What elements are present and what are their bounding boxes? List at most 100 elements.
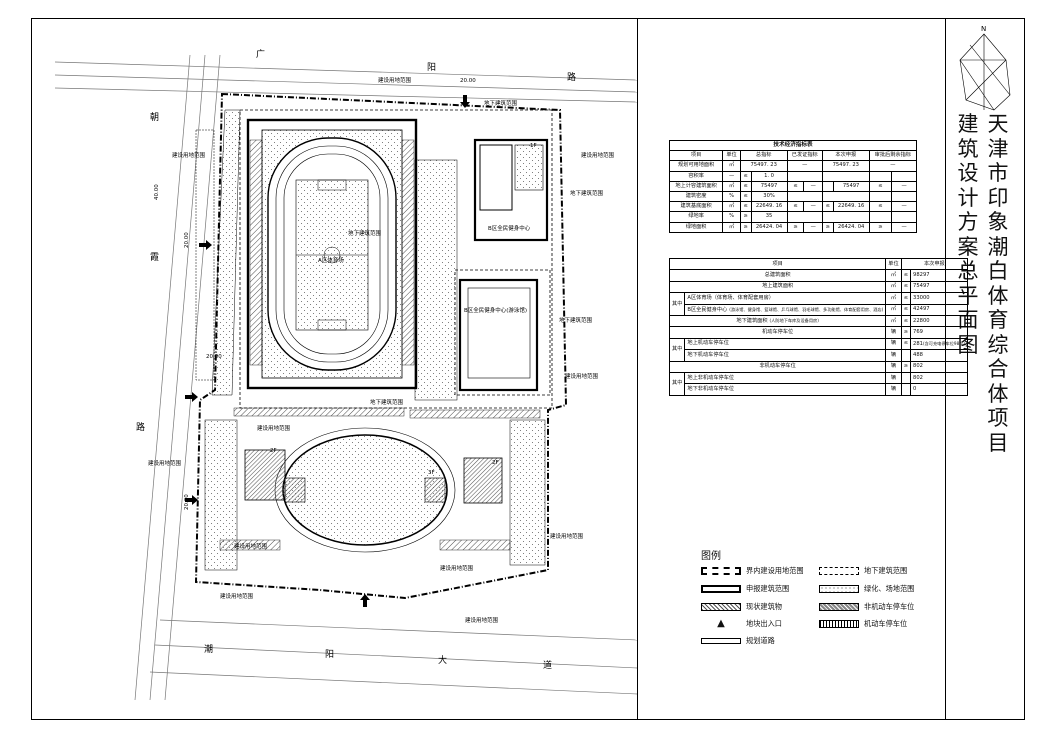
table2-value: 488 <box>910 349 969 362</box>
table1-cell: — <box>868 160 918 172</box>
title-char: 体 <box>987 381 1009 406</box>
table1-cell: 35 <box>750 211 788 223</box>
table2-op: ≤ <box>900 303 912 316</box>
table2-value: 0 <box>910 383 969 396</box>
table2-op <box>900 371 912 385</box>
table2-unit: 辆 <box>885 360 902 373</box>
table1-row: 绿地率%≥35 <box>668 211 917 223</box>
table1-cell <box>891 190 917 203</box>
label-ug-2: 地下建筑范围 <box>570 189 604 197</box>
label-2f-left: 2F <box>270 448 277 454</box>
label-land-2: 建设用地范围 <box>172 151 206 159</box>
table1-cell: ≥ <box>739 211 752 223</box>
table2-row: 非机动车停车位辆≥802 <box>668 360 969 373</box>
label-zone-b-main: B区全民健身中心(游泳馆) <box>464 306 527 314</box>
table1-cell: ≤ <box>739 201 752 213</box>
table1-cell <box>891 211 917 223</box>
label-land-6: 建设用地范围 <box>257 424 291 432</box>
table1-cell: 22649. 16 <box>832 201 870 213</box>
table2-value: 802 <box>910 371 969 385</box>
label-zone-b-top: B区全民健身中心 <box>488 224 531 232</box>
table2-header-value: 本次申报 <box>900 257 969 271</box>
road-guangyang-2: 阳 <box>427 62 436 73</box>
legend-item-building: 申报建筑范围 <box>701 584 789 594</box>
title-char: 潮 <box>987 234 1009 259</box>
table1-cell <box>868 211 893 223</box>
divider-plan <box>637 18 638 720</box>
table1-cell: ≥ <box>821 221 834 233</box>
table1-cell: — <box>803 221 823 233</box>
table2-row: 其中地上机动车停车位辆≤281(含可充电停车位98个) <box>668 337 969 362</box>
table2-row: B区全民健身中心(游泳馆、健身馆、篮球馆、乒乓球馆、羽毛球馆、多功能馆、体育配套… <box>670 303 969 316</box>
dim-top: 20.00 <box>460 78 476 84</box>
table2-row: 地下建筑面积(人防地下车库及设备用房)㎡≤22800 <box>668 314 969 328</box>
table1-cell <box>821 180 834 192</box>
table2-unit: 辆 <box>885 326 902 339</box>
green-mid <box>414 159 458 401</box>
drawing-frame <box>31 18 1025 720</box>
table1-row: 容积率—≤1. 0 <box>668 170 917 182</box>
title-char: 白 <box>987 259 1009 283</box>
table2-value: 281(含可充电停车位98个) <box>910 337 969 351</box>
table1-cell: % <box>722 211 741 223</box>
table2-item: 地下机动车停车位 <box>684 349 887 362</box>
table2-item: 地下非机动车停车位 <box>684 383 887 396</box>
legend-item-land: 界内建设用地范围 <box>701 566 804 576</box>
label-zone-a: A区体育场 <box>318 256 344 264</box>
title-char: 合 <box>987 357 1009 381</box>
table1-cell <box>786 170 823 182</box>
legend-item-car: 机动车停车位 <box>819 619 907 629</box>
table2-unit: ㎡ <box>885 269 902 282</box>
table2-item: B区全民健身中心(游泳馆、健身馆、篮球馆、乒乓球馆、羽毛球馆、多功能馆、体育配套… <box>684 303 887 316</box>
table1-cell: ㎡ <box>722 180 741 192</box>
table1-cell: 1. 0 <box>750 170 788 182</box>
road-chaoyang-2: 阳 <box>325 649 334 660</box>
table2-item: 总建筑面积 <box>668 269 887 282</box>
table2-header-item: 项目 <box>668 257 887 271</box>
fitness-center-b-main <box>454 269 551 396</box>
table1-cell: — <box>722 170 741 182</box>
table1-cell: ≤ <box>739 180 752 192</box>
label-land-8: 建设用地范围 <box>550 532 584 540</box>
table1-cell: 绿地率 <box>668 211 724 223</box>
table2-value: 42497 <box>910 303 969 316</box>
table2-item: 机动车停车位 <box>668 326 887 339</box>
title-char: 计 <box>957 185 979 210</box>
table1-header-current: 本次申报 <box>821 150 870 162</box>
parking-strips <box>195 129 541 551</box>
table1-cell: 容积率 <box>668 170 724 182</box>
table1-cell: — <box>803 201 823 213</box>
table2-value: 75497 <box>910 280 969 294</box>
table1-cell: — <box>803 180 823 192</box>
table1-cell: ≤ <box>868 201 893 213</box>
dim-left-20a: 20.00 <box>184 232 190 248</box>
table2-op: ≤ <box>900 337 912 351</box>
road-chaoyang-1: 潮 <box>204 643 213 655</box>
table2-value: 769 <box>910 326 969 339</box>
table2-op: ≥ <box>900 360 912 373</box>
table1-cell: — <box>891 221 917 233</box>
road-guangyang-1: 广 <box>256 48 265 60</box>
dim-left-40: 40.00 <box>154 184 160 200</box>
table1-header-remaining: 审批后剩余指标 <box>868 150 918 162</box>
label-1f: 1F <box>530 143 537 149</box>
table1-cell <box>868 170 893 182</box>
table2-op: ≤ <box>900 280 912 294</box>
title-char: 象 <box>987 210 1009 234</box>
table2-header-unit: 单位 <box>885 257 902 271</box>
existing-building-south <box>244 427 503 553</box>
table1-cell: 22649. 16 <box>750 201 788 213</box>
table1-cell: ≥ <box>786 221 805 233</box>
table1-cell <box>868 190 893 203</box>
title-char: 育 <box>987 308 1009 332</box>
table2-group-label: 其中 <box>668 292 686 316</box>
table1-cell: ≤ <box>739 170 752 182</box>
table2-item: 非机动车停车位 <box>668 360 887 373</box>
